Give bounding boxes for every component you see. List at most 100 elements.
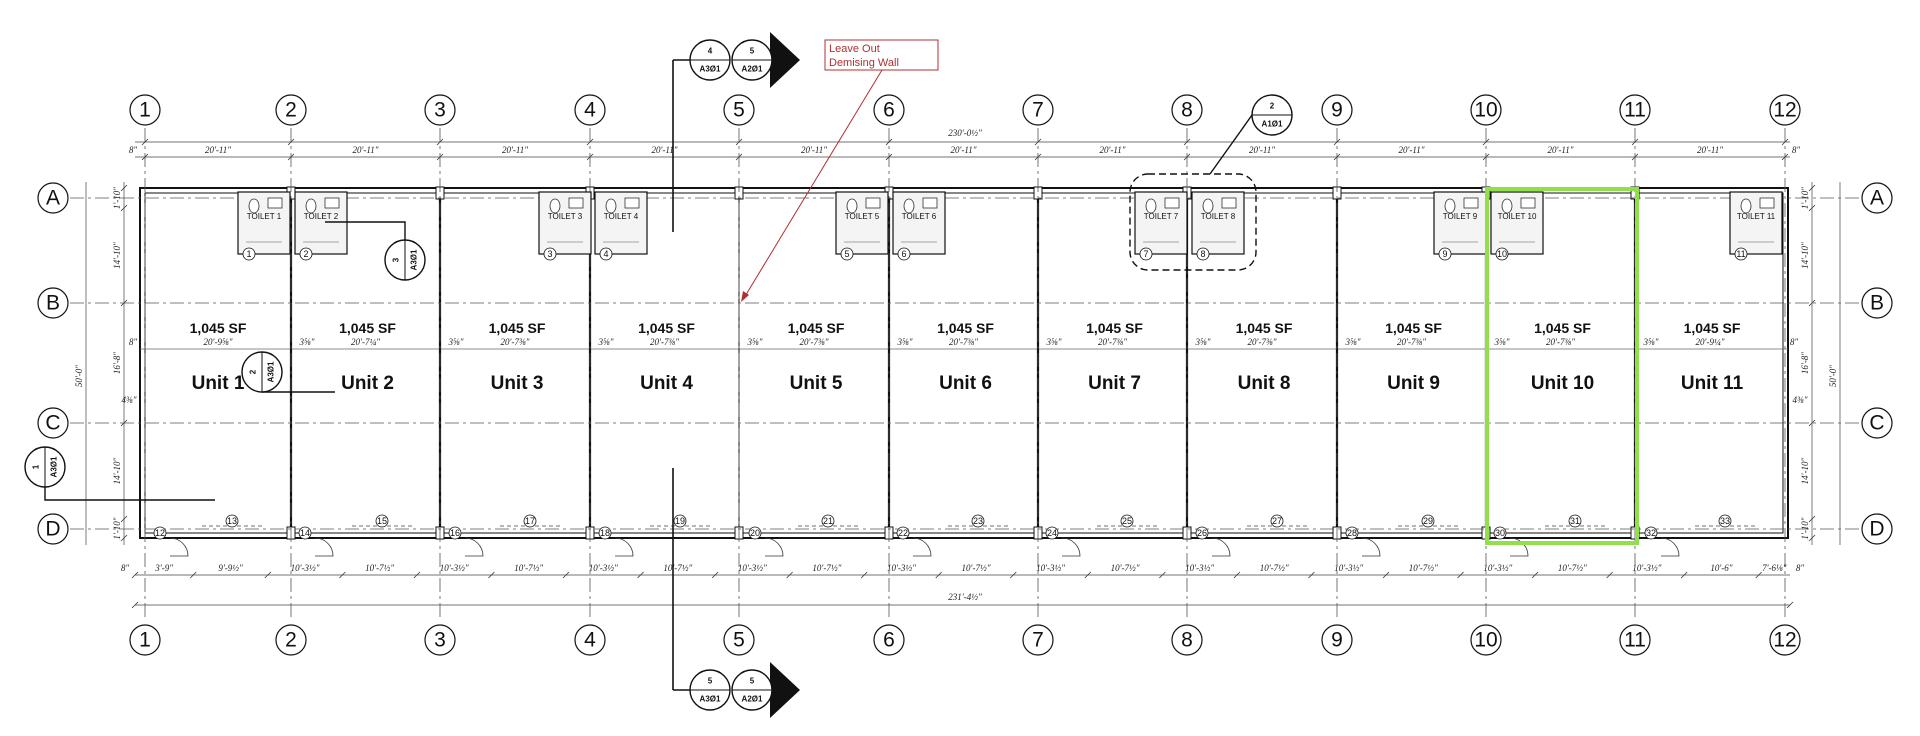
bay-dimension: 20'-11" — [502, 145, 528, 155]
grid-bubble-circle — [574, 94, 606, 126]
door-tag-text: 19 — [675, 516, 685, 526]
edge-dimension-mid-right: 8" — [1790, 337, 1799, 347]
vertical-dimension: 14'-10" — [1800, 242, 1810, 269]
unit-area: 1,045 SF — [1534, 320, 1591, 336]
grid-bubble-row: A — [37, 182, 69, 214]
toilet-label: TOILET 6 — [902, 212, 937, 221]
clear-width-dimension: 20'-7⅜" — [650, 337, 679, 347]
detail-number: 2 — [1270, 102, 1275, 111]
toilet-door-tag — [599, 247, 613, 261]
bay-dimension: 20'-11" — [205, 145, 231, 155]
grid-bubble-row: B — [1861, 287, 1893, 319]
detail-number: 3 — [392, 257, 401, 262]
clear-width-dimension: 20'-9⅝" — [204, 337, 233, 347]
door-tag — [598, 526, 612, 540]
unit-name: Unit 3 — [491, 373, 544, 394]
toilet-fixture-icon — [1444, 198, 1456, 214]
grid-bubble-col: 5 — [723, 624, 755, 656]
dimension-tick — [711, 571, 719, 579]
opening-dimension: 10'-3½" — [1483, 563, 1512, 573]
vertical-dimension: 14'-10" — [112, 242, 122, 269]
door-tag — [821, 514, 835, 528]
grid-bubble-circle — [129, 94, 161, 126]
unit-area: 1,045 SF — [1086, 320, 1143, 336]
grid-bubble-col: 2 — [275, 624, 307, 656]
grid-bubble-circle — [275, 94, 307, 126]
unit-name: Unit 8 — [1238, 373, 1291, 394]
grid-bubble-circle — [37, 513, 69, 545]
grid-bubble-row: D — [37, 513, 69, 545]
unit-area: 1,045 SF — [339, 320, 396, 336]
door-swing — [1211, 537, 1231, 557]
opening-dimension: 10'-3½" — [1632, 563, 1661, 573]
opening-dimension: 10'-3½" — [887, 563, 916, 573]
door: 28 — [1345, 526, 1381, 557]
grid-bubble-label: 3 — [434, 629, 446, 652]
grid-bubble-row: D — [1861, 513, 1893, 545]
detail-leader — [1209, 131, 1241, 175]
wall-thickness-dimension: 3⅝" — [1642, 337, 1658, 347]
note-line-1: Leave Out — [829, 43, 880, 55]
grid-bubble-label: C — [1869, 412, 1884, 435]
opening-dimension: 10'-7½" — [365, 563, 394, 573]
grid-bubble-label: 8 — [1181, 629, 1193, 652]
grid-bubble-label: 11 — [1624, 629, 1646, 652]
door: 24 — [1045, 526, 1081, 557]
grid-bubble-label: 11 — [1624, 99, 1646, 122]
grid-bubble-label: 2 — [285, 99, 297, 122]
bay-dimension: 20'-11" — [1099, 145, 1125, 155]
door: 19 — [650, 514, 710, 528]
bay-dimension: 20'-11" — [1249, 145, 1275, 155]
opening-dimension: 10'-7½" — [1260, 563, 1289, 573]
door-tag — [1644, 526, 1658, 540]
toilet-door-tag — [1438, 247, 1452, 261]
door: 30 — [1493, 526, 1529, 557]
opening-dimension: 10'-3½" — [440, 563, 469, 573]
dimension-tick — [120, 534, 128, 542]
grid-bubble-col: 7 — [1022, 624, 1054, 656]
grid-bubble-label: C — [45, 412, 60, 435]
toilet-door-tag-text: 1 — [246, 249, 251, 259]
wall-thickness-dimension: 3⅝" — [597, 337, 613, 347]
detail-sheet: A1Ø1 — [1262, 120, 1283, 129]
grid-bubble-circle — [1861, 513, 1893, 545]
toilet-door-tag — [543, 247, 557, 261]
toilet-door-tag — [242, 247, 256, 261]
grid-bubble-col: 9 — [1321, 624, 1353, 656]
door-tag — [225, 514, 239, 528]
grid-bubble-col: 12 — [1769, 94, 1801, 126]
bay-dimension: 20'-11" — [1547, 145, 1573, 155]
door: 20 — [748, 526, 784, 557]
wall-thickness-dimension: 3⅝" — [1493, 337, 1509, 347]
grid-bubble-label: 10 — [1474, 629, 1497, 652]
door-tag-text: 24 — [1047, 528, 1057, 538]
grid-bubble-circle — [37, 182, 69, 214]
door: 33 — [1695, 514, 1755, 528]
dimension-tick — [189, 571, 197, 579]
opening-dimension: 10'-7½" — [1111, 563, 1140, 573]
grid-bubble-label: A — [46, 187, 60, 210]
toilet-fixture-icon — [903, 198, 915, 214]
grid-bubble-label: 10 — [1474, 99, 1497, 122]
grid-bubble-circle — [37, 287, 69, 319]
door-tag — [971, 514, 985, 528]
grid-bubble-row: B — [37, 287, 69, 319]
grid-bubble-col: 4 — [574, 94, 606, 126]
toilet-door-tag — [1495, 247, 1509, 261]
unit-name: Unit 4 — [640, 373, 693, 394]
toilet-door-tag-text: 11 — [1736, 249, 1745, 259]
section-arrow — [770, 32, 800, 88]
right-small-dimension: 4⅜" — [1792, 395, 1807, 405]
sink-icon — [1463, 197, 1479, 209]
unit-area: 1,045 SF — [489, 320, 546, 336]
door-tag-text: 30 — [1495, 528, 1505, 538]
grid-bubble-circle — [1321, 624, 1353, 656]
toilet-door-tag-text: 4 — [603, 249, 608, 259]
detail-sheet: A3Ø1 — [410, 249, 419, 270]
note-line-2: Demising Wall — [829, 57, 899, 69]
unit-area: 1,045 SF — [1385, 320, 1442, 336]
grid-bubble-col: 10 — [1470, 94, 1502, 126]
grid-bubble-col: 5 — [723, 94, 755, 126]
